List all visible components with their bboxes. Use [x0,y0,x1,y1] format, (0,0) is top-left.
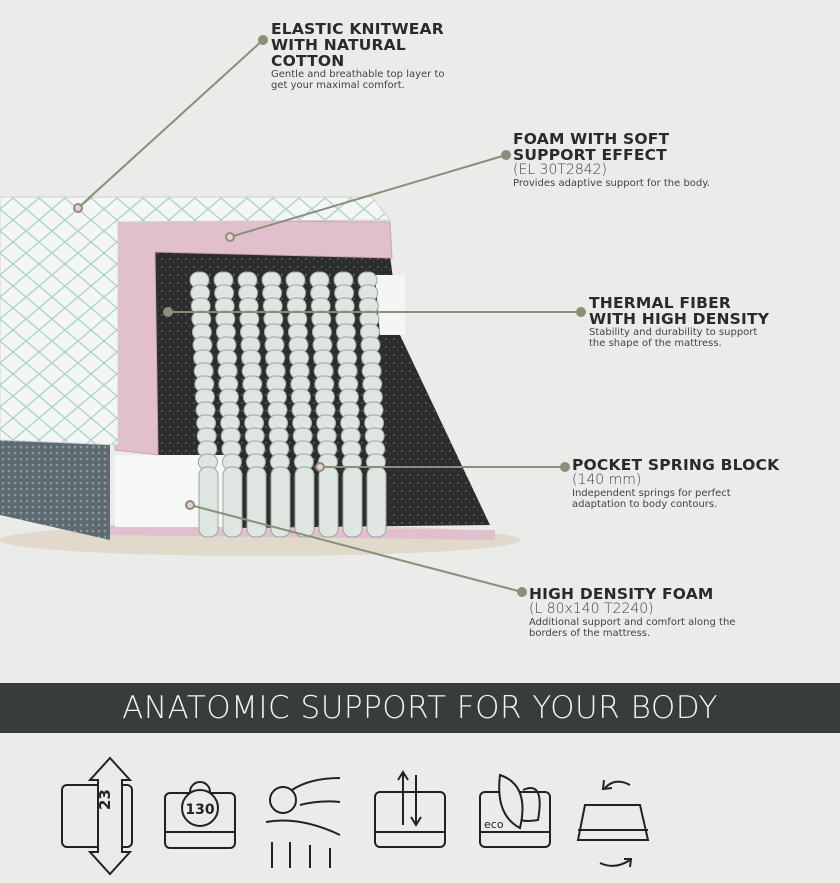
callout-title: ELASTIC KNITWEAR [271,20,444,38]
spring [270,466,291,538]
height-icon: 23 [61,756,133,876]
max-weight-icon: 130 [164,781,236,849]
callout-title: FOAM WITH SOFT [513,130,670,148]
callout-title: COTTON [271,52,345,70]
eco-icon: eco [479,773,551,848]
side-knit-panel [0,440,110,540]
knitwear-top-layer [0,196,392,446]
callout-thermal-fiber: THERMAL FIBER WITH HIGH DENSITY Stabilit… [589,295,769,349]
callout-title: THERMAL FIBER [589,294,732,312]
spring [246,466,267,538]
callout-title: HIGH DENSITY FOAM [529,585,714,603]
callout-spec: (EL 30T2842) [513,162,608,178]
spring [222,466,243,538]
callout-soft-foam: FOAM WITH SOFT SUPPORT EFFECT (EL 30T284… [513,131,710,189]
callout-desc: adaptation to body contours. [572,499,718,510]
callout-title: WITH HIGH DENSITY [589,310,770,328]
callout-knitwear: ELASTIC KNITWEAR WITH NATURAL COTTON Gen… [271,21,445,91]
spring [366,466,387,538]
spring [294,466,315,538]
callout-title: POCKET SPRING BLOCK [572,456,780,474]
spring [198,466,219,538]
callout-pocket-spring: POCKET SPRING BLOCK (140 mm) Independent… [572,457,779,510]
banner-title: ANATOMIC SUPPORT FOR YOUR BODY [0,683,840,733]
eco-label: eco [484,818,504,831]
max-weight-value: 130 [185,802,214,818]
callout-desc: get your maximal comfort. [271,80,405,91]
foam-edge [375,275,405,335]
feature-icons: 23 130 eco [61,756,650,876]
breathable-icon [374,770,446,848]
callout-desc: Independent springs for perfect [572,488,731,499]
pocket-spring-block [189,271,387,538]
callout-spec: (L 80x140 T2240) [529,601,654,617]
callout-high-density-foam: HIGH DENSITY FOAM (L 80x140 T2240) Addit… [529,586,735,639]
orthopedic-support-icon [265,777,341,868]
callout-desc: Gentle and breathable top layer to [271,69,445,80]
leader-lines [73,35,586,597]
callout-desc: Provides adaptive support for the body. [513,178,710,189]
callout-desc: Additional support and comfort along the [529,617,736,628]
callout-desc: borders of the mattress. [529,628,651,639]
mattress-cross-section [0,35,586,597]
spring [318,466,339,538]
height-value: 23 [96,789,114,810]
callout-title: WITH NATURAL [271,36,406,54]
callout-title: SUPPORT EFFECT [513,146,667,164]
soft-foam-layer [114,219,393,456]
two-sided-icon [576,779,650,868]
spring [342,466,363,538]
callout-spec: (140 mm) [572,472,642,488]
callout-desc: Stability and durability to support [589,327,758,338]
callout-desc: the shape of the mattress. [589,338,722,349]
